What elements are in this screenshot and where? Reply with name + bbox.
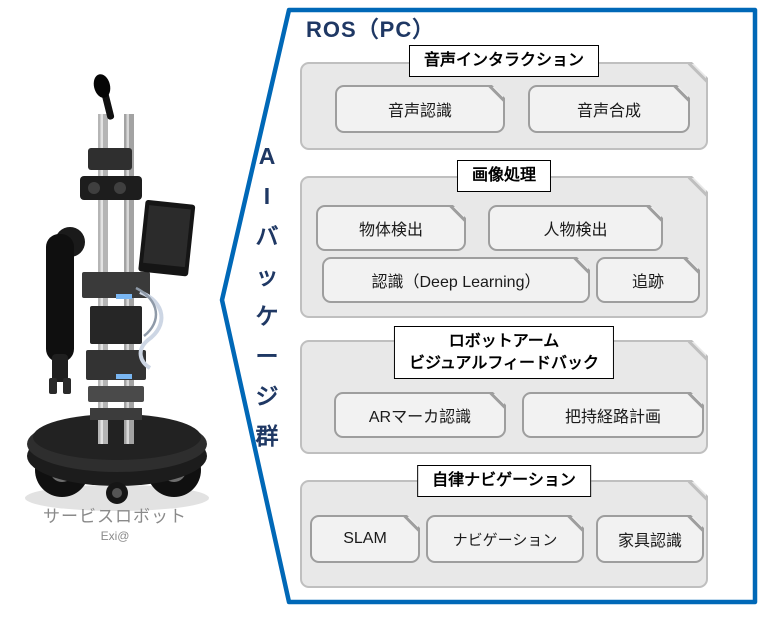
- robot-caption-name: サービスロボット: [43, 507, 187, 526]
- side-label-char: I: [263, 183, 271, 209]
- group-robot-arm-visual-feedback: ロボットアーム ビジュアルフィードバック ARマーカ認識 把持経路計画: [300, 326, 708, 454]
- group-title-robot-arm: ロボットアーム ビジュアルフィードバック: [393, 326, 615, 380]
- group-voice-interaction: 音声インタラクション 音声認識 音声合成: [300, 45, 708, 150]
- side-label-char: バ: [255, 223, 279, 249]
- side-label-char: A: [258, 143, 276, 169]
- robot-caption-model: Exi@: [100, 529, 130, 543]
- ai-packages-vertical-label: A I バ ッ ケ ー ジ 群: [250, 136, 284, 456]
- side-label-char: ジ: [255, 383, 279, 409]
- group-title-voice-interaction: 音声インタラクション: [408, 45, 600, 77]
- side-label-char: ケ: [255, 303, 279, 329]
- ar-marker-recognition-block: ARマーカ認識: [334, 392, 506, 438]
- group-image-processing: 画像処理 物体検出 人物検出 認識（Deep Learning） 追跡: [300, 160, 708, 318]
- ros-title: ROS（PC）: [306, 17, 436, 42]
- group-title-image-processing: 画像処理: [456, 160, 552, 192]
- slam-block: SLAM: [310, 515, 420, 563]
- robot-photo: [16, 56, 218, 516]
- person-detection-block: 人物検出: [488, 205, 663, 251]
- tracking-block: 追跡: [596, 257, 700, 303]
- side-label-char: ッ: [255, 263, 279, 289]
- speech-synthesis-block: 音声合成: [528, 85, 690, 133]
- side-label-char: ー: [255, 343, 279, 369]
- robot-illustration: [25, 74, 209, 511]
- speech-recognition-block: 音声認識: [335, 85, 505, 133]
- grasp-path-planning-block: 把持経路計画: [522, 392, 704, 438]
- recognition-deep-learning-block: 認識（Deep Learning）: [322, 257, 590, 303]
- navigation-block: ナビゲーション: [426, 515, 584, 563]
- object-detection-block: 物体検出: [316, 205, 466, 251]
- group-autonomous-navigation: 自律ナビゲーション SLAM ナビゲーション 家具認識: [300, 465, 708, 588]
- group-title-navigation: 自律ナビゲーション: [417, 465, 591, 497]
- side-label-char: 群: [255, 423, 279, 449]
- robot-caption: サービスロボット Exi@: [10, 506, 220, 544]
- furniture-recognition-block: 家具認識: [596, 515, 704, 563]
